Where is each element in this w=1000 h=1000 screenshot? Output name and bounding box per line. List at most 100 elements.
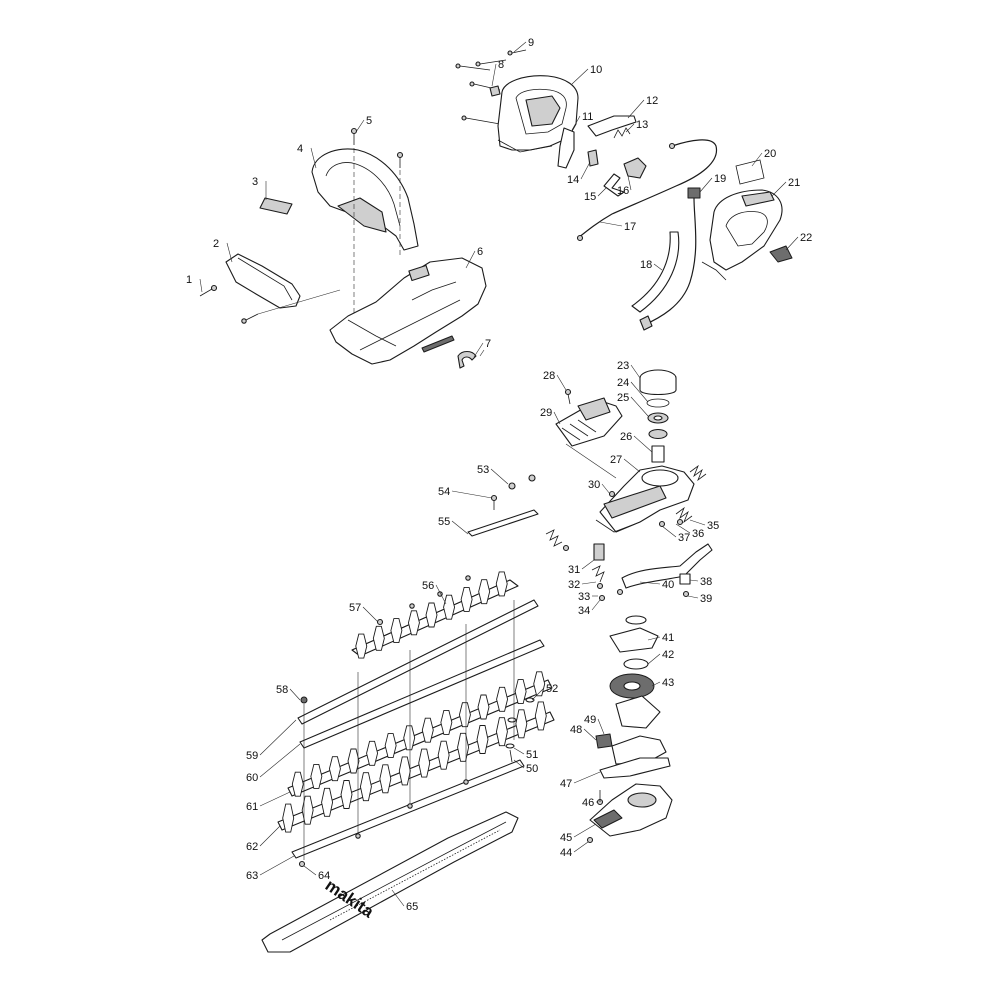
leader-line: [259, 825, 281, 847]
leader-line: [491, 63, 497, 87]
callout-number: 5: [366, 115, 372, 127]
part-screw-1: [199, 284, 218, 297]
callout-64: 64: [303, 865, 330, 882]
blade-tooth: [515, 709, 528, 739]
part-bar-60: [299, 639, 545, 749]
callout-61: 61: [246, 791, 291, 813]
part-spring-35: [675, 506, 693, 524]
part-plate-41: [609, 627, 659, 653]
callout-15: 15: [584, 187, 607, 203]
callout-62: 62: [246, 825, 281, 853]
callout-53: 53: [477, 464, 509, 485]
blade-tooth: [340, 780, 353, 809]
blade-tooth: [437, 740, 450, 770]
leader-line: [513, 41, 527, 53]
callout-20: 20: [751, 148, 776, 167]
part-washer-52: [525, 697, 535, 703]
leader-line: [689, 519, 706, 526]
callout-7: 7: [473, 338, 491, 358]
leader-line: [362, 606, 379, 623]
callout-number: 44: [560, 847, 572, 859]
part-spring-13: [613, 127, 631, 139]
callout-1: 1: [186, 274, 203, 293]
callout-number: 20: [764, 148, 776, 160]
leader-line: [259, 743, 301, 778]
callout-60: 60: [246, 743, 301, 784]
blade-tooth: [440, 709, 453, 735]
leader-line: [310, 147, 317, 169]
blade-tooth: [301, 795, 314, 825]
leader-line: [556, 374, 567, 391]
blade-tooth: [418, 748, 431, 778]
callout-number: 47: [560, 778, 572, 790]
callout-number: 59: [246, 750, 258, 762]
callout-34: 34: [578, 599, 601, 617]
leader-line: [553, 411, 561, 425]
callout-10: 10: [571, 64, 602, 85]
leader-line: [513, 759, 525, 769]
blade-group: makita: [261, 474, 555, 953]
leader-line: [639, 581, 661, 585]
leader-line: [627, 175, 632, 191]
part-plate-15: [603, 173, 625, 197]
callout-5: 5: [355, 115, 372, 133]
callout-number: 63: [246, 870, 258, 882]
leader-line: [435, 584, 447, 605]
callout-number: 65: [406, 901, 418, 913]
callout-29: 29: [540, 407, 561, 425]
callout-number: 3: [252, 176, 258, 188]
part-connector-19: [687, 187, 701, 199]
leader-line: [571, 115, 581, 131]
part-label-3: [259, 197, 293, 215]
part-cover-47: [611, 735, 667, 765]
callout-number: 32: [568, 579, 580, 591]
callout-35: 35: [689, 519, 719, 532]
part-lever-12: [587, 115, 637, 137]
callout-57: 57: [349, 602, 379, 623]
leader-line: [465, 250, 476, 269]
part-screw-53: [508, 482, 516, 490]
callout-number: 62: [246, 841, 258, 853]
part-screw-64: [298, 860, 306, 868]
callout-27: 27: [610, 454, 641, 473]
blade-tooth: [534, 701, 547, 731]
leader-line: [687, 595, 699, 599]
part-washer-52b: [507, 717, 517, 723]
callout-28: 28: [543, 370, 567, 391]
callout-number: 61: [246, 801, 258, 813]
part-clip-22: [769, 245, 793, 263]
leader-line: [661, 525, 677, 538]
callout-number: 43: [662, 677, 674, 689]
callout-32: 32: [568, 579, 597, 591]
callout-45: 45: [560, 823, 597, 844]
callout-number: 16: [617, 185, 629, 197]
leader-line: [627, 99, 645, 119]
blade-tooth: [310, 763, 323, 789]
leader-line: [647, 653, 661, 665]
blade-tooth: [384, 733, 397, 759]
blade-tooth: [476, 725, 489, 754]
part-clip-38: [679, 573, 691, 585]
leader-line: [601, 483, 611, 495]
callout-number: 17: [624, 221, 636, 233]
callout-number: 39: [700, 593, 712, 605]
blade-tooth: [443, 594, 456, 620]
leader-line: [597, 718, 605, 735]
callout-number: 46: [582, 797, 594, 809]
leader-line: [451, 490, 493, 499]
callout-number: 57: [349, 602, 361, 614]
leader-line: [513, 747, 525, 755]
leader-line: [785, 236, 799, 251]
callout-22: 22: [785, 232, 812, 251]
leader-line: [599, 221, 623, 227]
callout-19: 19: [699, 173, 726, 193]
leader-line: [591, 599, 601, 611]
blade-tooth: [403, 725, 416, 751]
part-washer-51: [505, 743, 515, 749]
blade-tooth: [458, 702, 471, 728]
leader-line: [391, 889, 405, 907]
callout-number: 56: [422, 580, 434, 592]
callout-number: 22: [800, 232, 812, 244]
callout-50: 50: [513, 759, 538, 775]
callout-number: 42: [662, 649, 674, 661]
